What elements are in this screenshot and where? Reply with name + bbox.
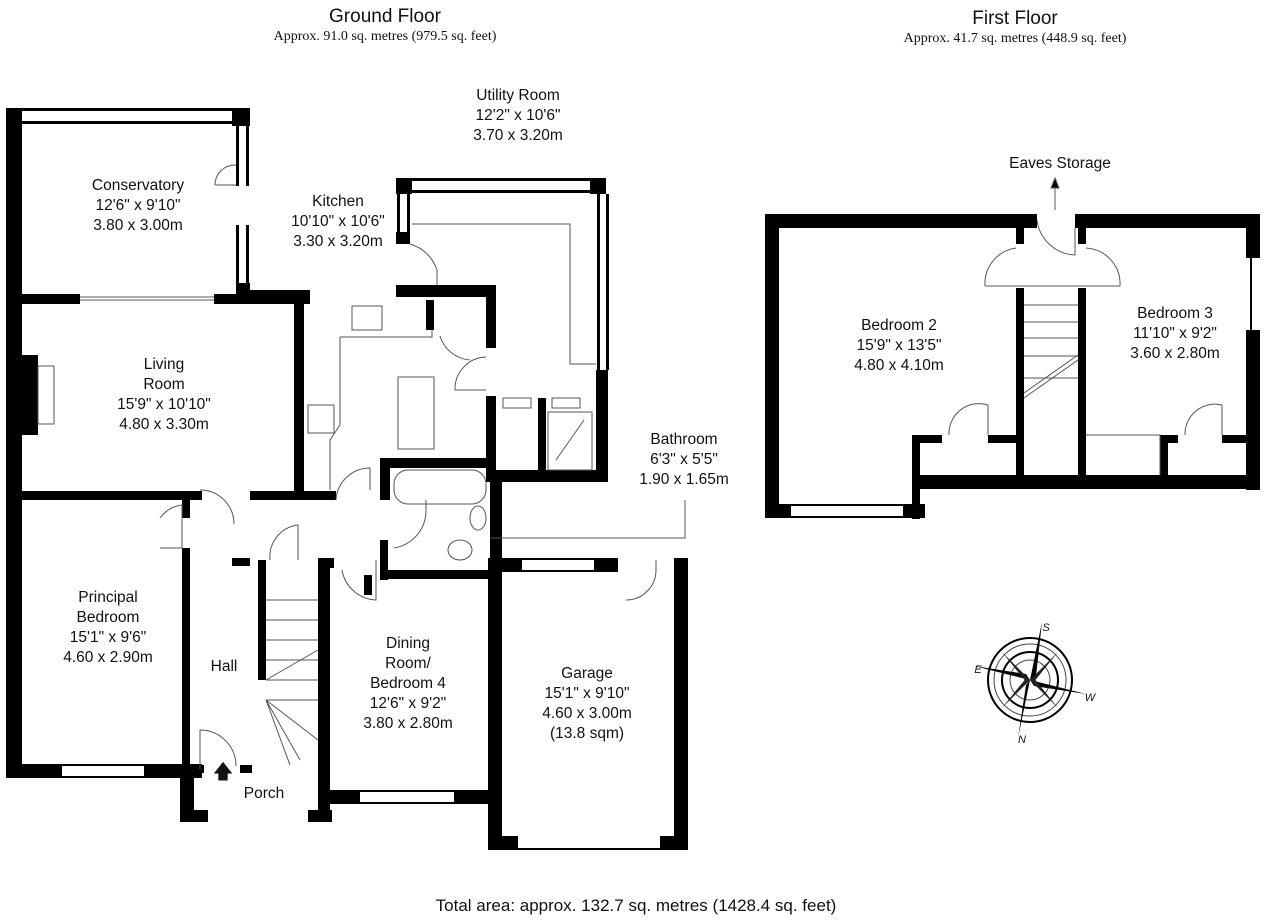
first-floor-fixtures	[948, 176, 1223, 475]
ground-floor-plan	[6, 108, 688, 850]
compass-s: S	[1042, 622, 1050, 634]
room-label-kitchen: Kitchen 10'10" x 10'6" 3.30 x 3.20m	[291, 193, 385, 250]
ground-floor-fixtures	[37, 164, 686, 770]
room-label-porch: Porch	[243, 785, 285, 802]
room-label-living-room: Living Room 15'9" x 10'10" 4.80 x 3.30m	[117, 356, 211, 433]
first-floor-area: Approx. 41.7 sq. metres (448.9 sq. feet)	[903, 31, 1127, 46]
first-floor-title: First Floor	[972, 8, 1058, 29]
room-label-garage: Garage 15'1" x 9'10" 4.60 x 3.00m (13.8 …	[542, 665, 632, 742]
first-floor-plan	[765, 214, 1260, 519]
first-floor-header: First Floor Approx. 41.7 sq. metres (448…	[860, 8, 1170, 48]
room-label-bedroom-3: Bedroom 3 11'10" x 9'2" 3.60 x 2.80m	[1130, 305, 1220, 362]
compass-n: N	[1018, 734, 1026, 746]
room-label-bedroom-2: Bedroom 2 15'9" x 13'5" 4.80 x 4.10m	[854, 317, 944, 374]
compass-rose-icon	[974, 622, 1086, 738]
room-label-dining-room: Dining Room/ Bedroom 4 12'6" x 9'2" 3.80…	[363, 635, 453, 732]
eaves-storage-label: Eaves Storage	[1009, 155, 1111, 172]
room-label-principal-bedroom: Principal Bedroom 15'1" x 9'6" 4.60 x 2.…	[63, 589, 153, 666]
compass-e: E	[974, 664, 982, 676]
room-label-bathroom: Bathroom 6'3" x 5'5" 1.90 x 1.65m	[639, 431, 729, 488]
total-area-footer: Total area: approx. 132.7 sq. metres (14…	[435, 896, 837, 915]
ground-floor-title: Ground Floor	[329, 6, 441, 27]
entrance-arrow-icon: 🡅	[212, 761, 234, 783]
room-label-utility-room: Utility Room 12'2" x 10'6" 3.70 x 3.20m	[473, 87, 563, 144]
room-label-hall: Hall	[210, 658, 238, 675]
room-label-conservatory: Conservatory 12'6" x 9'10" 3.80 x 3.00m	[91, 177, 185, 234]
ground-floor-header: Ground Floor Approx. 91.0 sq. metres (97…	[230, 6, 540, 46]
compass-w: W	[1084, 692, 1096, 704]
ground-floor-area: Approx. 91.0 sq. metres (979.5 sq. feet)	[273, 29, 497, 44]
